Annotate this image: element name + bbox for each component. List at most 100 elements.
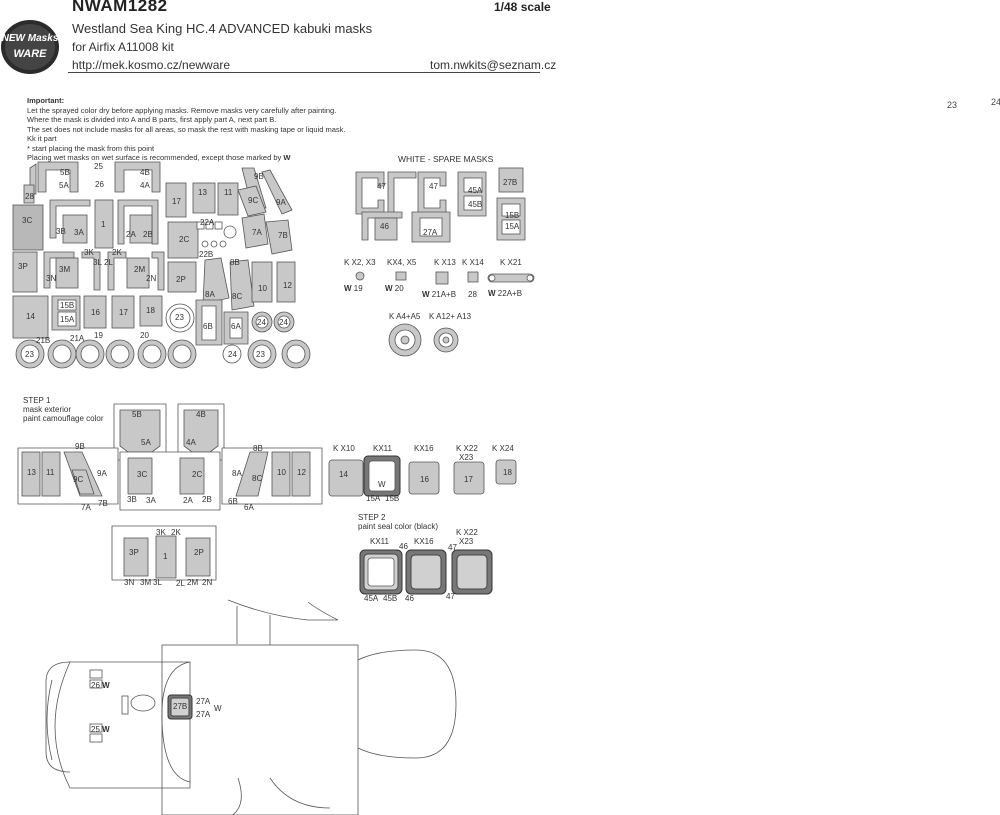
- step1-title: STEP 1: [23, 396, 51, 405]
- part-label: 24: [279, 318, 288, 327]
- kx-title: K X14: [462, 258, 484, 267]
- fuselage-label: 26 W: [91, 681, 110, 690]
- part-label: 5B: [60, 168, 70, 177]
- part-label: 2N: [146, 274, 157, 283]
- part-label: 1: [101, 220, 106, 229]
- kx-title: KX11: [373, 444, 392, 453]
- step1-label: 2B: [202, 495, 212, 504]
- part-label: 20: [140, 331, 149, 340]
- spare-label: 15A: [505, 222, 520, 231]
- scale-label: 1/48 scale: [494, 0, 551, 14]
- kx-title: K X10: [333, 444, 355, 453]
- step1-label: 3A: [146, 496, 156, 505]
- wet-symbol-icon: W: [344, 284, 352, 293]
- kx-title: X23: [459, 537, 474, 546]
- step1-label: 9B: [75, 442, 85, 451]
- part-label: 3A: [74, 228, 84, 237]
- part-label: 19: [94, 331, 103, 340]
- fuselage-label: 27B: [173, 702, 188, 711]
- part-label: 23: [175, 313, 184, 322]
- part-label: 21B: [36, 336, 51, 345]
- spare-label: 45B: [468, 200, 483, 209]
- note-line: * start placing the mask from this point: [27, 143, 155, 153]
- step2-heading: STEP 2 paint seal color (black): [358, 513, 438, 531]
- part-label: 6B: [203, 322, 213, 331]
- part-label: 6A: [231, 322, 241, 331]
- part-label: 2K: [112, 248, 122, 257]
- kx-title: KX4, X5: [387, 258, 417, 267]
- part-label: 3N: [46, 274, 57, 283]
- kx-part: 15B: [385, 494, 400, 503]
- seal-label: 45B: [383, 594, 398, 603]
- part-label: 15A: [60, 315, 75, 324]
- page-number-left: 23: [947, 100, 958, 110]
- part-label: 2P: [176, 275, 186, 284]
- step1-label: 3P: [129, 548, 139, 557]
- website-link[interactable]: http://mek.kosmo.cz/newware: [72, 58, 231, 72]
- step1-label: 5A: [141, 438, 151, 447]
- note-line: Where the mask is divided into A and B p…: [27, 115, 277, 124]
- step1-label: 8B: [253, 444, 263, 453]
- part-label: 5A: [59, 181, 69, 190]
- email-link[interactable]: tom.nwkits@seznam.cz: [430, 58, 557, 72]
- notes-heading: Important:: [27, 96, 65, 105]
- step1-label: 11: [46, 468, 55, 477]
- seal-label: 46: [405, 594, 414, 603]
- step1-label: 6A: [244, 503, 254, 512]
- step1-line2: paint camouflage color: [23, 414, 104, 423]
- brand-logo: NEW Masks WARE: [0, 17, 60, 77]
- kx-part: 15A: [366, 494, 381, 503]
- part-label: 2M: [134, 265, 146, 274]
- part-label: 2B: [143, 230, 153, 239]
- spare-label: 47: [429, 182, 438, 191]
- step2-line1: paint seal color (black): [358, 522, 439, 531]
- kx-title: K X22: [456, 444, 478, 453]
- step1-label: 2M: [187, 578, 199, 587]
- step1-label: 6B: [228, 497, 238, 506]
- part-label: 3C: [22, 216, 33, 225]
- step1-label: 3N: [124, 578, 135, 587]
- kx-title: KX16: [414, 444, 434, 453]
- note-line: Placing wet masks on wet surface is reco…: [27, 153, 291, 162]
- part-label: 17: [172, 197, 181, 206]
- seal-label: 47: [446, 592, 455, 601]
- header-divider: [68, 72, 540, 73]
- part-label: 23: [256, 350, 265, 359]
- part-label: 24: [228, 350, 237, 359]
- wheel-masks: [15, 339, 311, 369]
- step1-label: 3B: [127, 495, 137, 504]
- fuselage-label: 27A: [196, 710, 211, 719]
- part-label: 8C: [232, 292, 243, 301]
- wet-symbol-icon: W: [283, 153, 291, 162]
- mask-sheet: [12, 161, 311, 369]
- step1-label: 3K: [156, 528, 166, 537]
- logo-bottom-text: WARE: [14, 48, 48, 60]
- kx-row: [328, 455, 517, 497]
- step1-label: 1: [163, 552, 168, 561]
- part-label: 23: [25, 350, 34, 359]
- spare-label: 15B: [505, 211, 520, 220]
- step1-label: 2N: [202, 578, 213, 587]
- kx-part: 14: [339, 470, 348, 479]
- wet-symbol-icon: W: [422, 290, 430, 299]
- part-label: 9C: [248, 196, 259, 205]
- part-label: 7A: [252, 228, 262, 237]
- kx-note: W 20: [385, 284, 404, 293]
- step1-label: 9A: [97, 469, 107, 478]
- part-label: 22A: [200, 218, 215, 227]
- step1-label: 3L: [153, 578, 162, 587]
- part-label: 28: [25, 192, 34, 201]
- part-label: 13: [198, 188, 207, 197]
- part-label: 16: [91, 308, 100, 317]
- step1-label: 8C: [252, 474, 263, 483]
- step1-label: 2L: [176, 579, 185, 588]
- part-label: 25: [94, 162, 103, 171]
- part-label: 2A: [126, 230, 136, 239]
- wet-symbol-icon: W: [102, 681, 110, 690]
- seal-label: 46: [399, 542, 408, 551]
- fuselage-label: 27A: [196, 697, 211, 706]
- spare-label: 27A: [423, 228, 438, 237]
- step1-label: 13: [27, 468, 36, 477]
- kx-title: K X21: [500, 258, 522, 267]
- logo-badge-icon: NEW Masks WARE: [1, 20, 59, 74]
